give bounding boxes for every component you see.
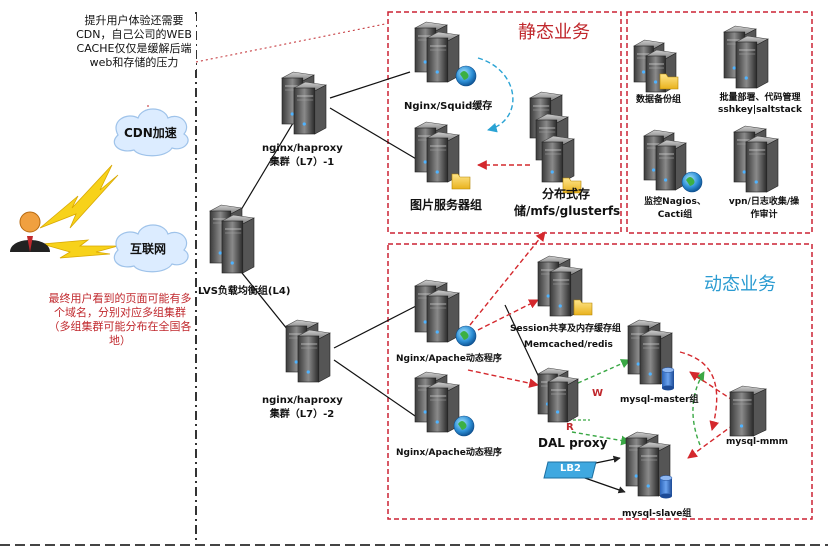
mmm-server-icon: [728, 385, 768, 437]
server-icons: [209, 21, 779, 499]
slave-server-icon: [625, 431, 671, 497]
ops-zone-border: [626, 11, 813, 234]
session-server-icon-folder-icon: [573, 299, 593, 316]
domain-note: 最终用户看到的页面可能有多个域名，分别对应多组集群（多组集群可能分布在全国各地）: [44, 292, 196, 348]
static-zone-border: [387, 11, 622, 234]
backup-label: 数据备份组: [636, 95, 682, 105]
apache2-label: Nginx/Apache动态程序: [396, 448, 502, 458]
vpn-label: vpn/日志收集/操作审计: [728, 196, 800, 222]
dfs-server-icon: [529, 91, 575, 183]
squid-label: Nginx/Squid缓存: [404, 101, 493, 112]
lb2-box: [543, 461, 597, 479]
monitor-server-icon: [643, 129, 687, 191]
dynamic-zone-title: 动态业务: [704, 274, 776, 295]
cdn-label: CDN加速: [124, 126, 177, 140]
dal-label: DAL proxy: [538, 436, 608, 450]
cdn-cloud: [113, 108, 189, 157]
lb2-label: LB2: [560, 463, 581, 474]
apache2-server-icon: [414, 371, 460, 433]
backup-server-icon-folder-icon: [659, 73, 679, 90]
haproxy1-server-icon: [281, 71, 327, 135]
haproxy2-server-icon: [285, 319, 331, 383]
squid-server-icon: [414, 21, 460, 83]
read-marker: R: [566, 422, 574, 433]
session-label: Session共享及内存缓存组: [510, 324, 621, 334]
monitor-label: 监控Nagios、Cacti组: [640, 196, 710, 222]
lvs-label: LVS负载均衡组(L4): [198, 286, 291, 297]
haproxy1-text: nginx/haproxy集群（L7）-1: [262, 143, 343, 168]
internet-cloud: [113, 224, 189, 273]
batch-server-icon: [723, 25, 769, 89]
vpn-server-icon: [733, 125, 779, 193]
lightning-to-internet: [41, 239, 119, 259]
session-server-icon: [537, 255, 583, 317]
apache1-server-icon: [414, 279, 460, 343]
domain-note-text: 最终用户看到的页面可能有多个域名，分别对应多组集群（多组集群可能分布在全国各地）: [48, 292, 192, 347]
mmm-label: mysql-mmm: [726, 437, 788, 447]
slave-label: mysql-slave组: [622, 509, 692, 519]
static-zone-title: 静态业务: [518, 22, 590, 43]
cdn-note-text: 提升用户体验还需要CDN，自己公司的WEB CACHE仅仅是缓解后端web和存储…: [76, 14, 192, 69]
haproxy2-text: nginx/haproxy集群（L7）-2: [262, 395, 343, 420]
user-icon: [10, 211, 50, 252]
write-marker: W: [592, 388, 604, 399]
apache1-label: Nginx/Apache动态程序: [396, 354, 502, 364]
haproxy1-label: nginx/haproxy集群（L7）-1: [262, 142, 343, 170]
dfs-text: 分布式存储/mfs/glusterfs: [514, 187, 621, 218]
haproxy2-label: nginx/haproxy集群（L7）-2: [262, 394, 343, 422]
slave-server-icon-database-icon: [659, 475, 673, 499]
batch-text: 批量部署、代码管理sshkey|saltstack: [718, 93, 802, 115]
master-server-icon-database-icon: [661, 367, 675, 391]
dfs-server-icon-folder-icon: [562, 177, 582, 194]
vpn-text: vpn/日志收集/操作审计: [728, 197, 800, 220]
cdn-note: 提升用户体验还需要CDN，自己公司的WEB CACHE仅仅是缓解后端web和存储…: [72, 14, 196, 70]
dfs-label: 分布式存储/mfs/glusterfs: [514, 186, 621, 220]
master-label: mysql-master组: [620, 395, 699, 405]
lvs-server-icon: [209, 204, 255, 274]
dal-server-icon: [537, 367, 579, 423]
monitor-text: 监控Nagios、Cacti组: [644, 197, 706, 220]
note-pointer: [195, 23, 386, 63]
dynamic-zone-border: [387, 243, 813, 520]
batch-label: 批量部署、代码管理sshkey|saltstack: [710, 92, 810, 116]
image-server-icon: [414, 121, 460, 183]
memcached-label: Memcached/redis: [524, 340, 613, 350]
lightning-to-cdn: [39, 164, 119, 229]
image-label: 图片服务器组: [410, 198, 483, 212]
image-server-icon-folder-icon: [451, 173, 471, 190]
internet-label: 互联网: [130, 242, 167, 256]
data-flow-arrows: [467, 57, 741, 459]
